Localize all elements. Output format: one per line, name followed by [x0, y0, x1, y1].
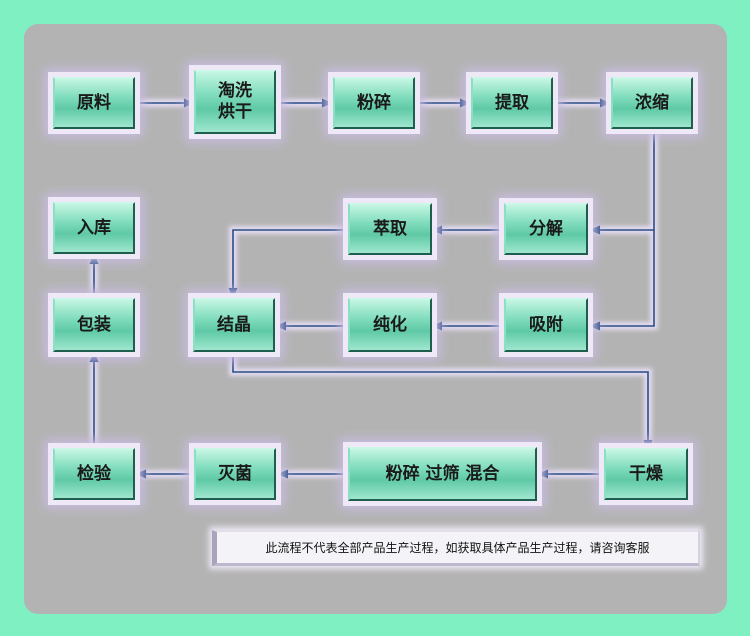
arrow-extraction-to-crystallize — [228, 229, 348, 300]
node-crystallize: 结晶 — [193, 298, 275, 352]
arrow-concentrate-to-adsorb — [588, 230, 655, 331]
node-crush: 粉碎 — [333, 77, 415, 129]
arrow-concentrate-to-decompose — [588, 130, 655, 235]
node-concentrate: 浓缩 — [611, 77, 693, 129]
node-adsorb: 吸附 — [504, 298, 588, 352]
node-package: 包装 — [53, 298, 135, 352]
node-purify: 纯化 — [348, 298, 432, 352]
node-sterilize: 灭菌 — [194, 448, 276, 500]
node-crush-sieve-mix: 粉碎 过筛 混合 — [348, 447, 537, 501]
node-store: 入库 — [53, 202, 135, 254]
node-inspect: 检验 — [53, 448, 135, 500]
node-raw-material: 原料 — [53, 77, 135, 129]
node-wash-dry: 淘洗 烘干 — [194, 70, 276, 134]
node-extraction: 萃取 — [348, 203, 432, 255]
node-decompose: 分解 — [504, 203, 588, 255]
node-dry: 干燥 — [604, 448, 688, 500]
disclaimer-note: 此流程不代表全部产品生产过程，如获取具体产品生产过程，请咨询客服 — [212, 530, 700, 566]
node-extract: 提取 — [471, 77, 553, 129]
arrow-crystallize-to-dry — [232, 352, 653, 452]
